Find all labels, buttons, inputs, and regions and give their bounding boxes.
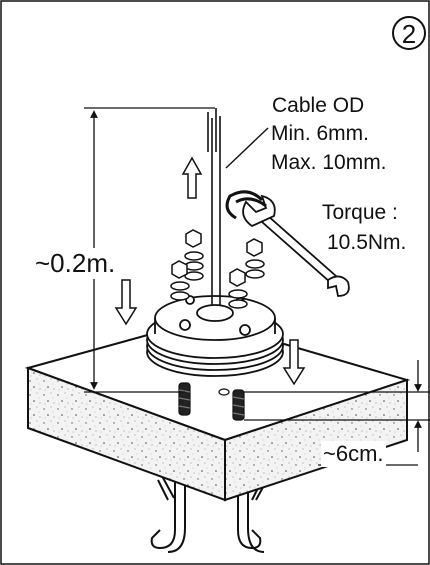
concrete-slab	[24, 318, 411, 502]
step-number-badge: 2	[392, 16, 426, 50]
snap-ring	[225, 190, 267, 220]
height-dimension-label: ~0.2m.	[33, 248, 118, 279]
pull-up-arrow	[181, 156, 203, 199]
down-arrows	[114, 279, 306, 386]
cable-od-label: Cable OD	[272, 94, 365, 117]
torque-value: 10.5Nm.	[327, 231, 407, 254]
torque-label: Torque :	[322, 201, 398, 224]
depth-dimension-label: ~6cm.	[321, 441, 386, 467]
cable-min-label: Min. 6mm.	[271, 122, 370, 145]
anchor-studs	[178, 382, 245, 421]
nuts-and-washers	[170, 229, 265, 309]
cable	[207, 108, 221, 306]
wrench-icon	[242, 194, 350, 297]
anchor-hooks	[150, 460, 269, 553]
cable-od-leader	[225, 127, 269, 169]
mounting-base	[146, 295, 284, 377]
cable-max-label: Max. 10mm.	[271, 151, 387, 174]
